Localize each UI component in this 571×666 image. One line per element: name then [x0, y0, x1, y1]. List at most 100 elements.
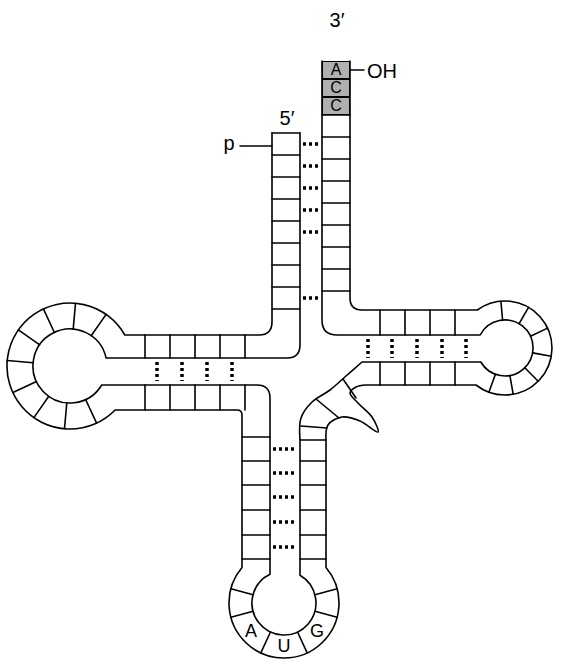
base-divider — [489, 374, 496, 392]
base-divider — [379, 362, 381, 385]
base-letter: C — [330, 80, 342, 96]
base-divider — [219, 335, 221, 358]
base-pair-dots — [180, 362, 184, 381]
base-divider — [404, 362, 406, 385]
base-divider — [530, 328, 547, 336]
base-divider — [242, 534, 270, 536]
base-divider — [525, 368, 538, 381]
base-letter: C — [330, 98, 342, 114]
base-pair-dots — [273, 495, 297, 499]
anticodon-base: G — [310, 622, 324, 640]
base-divider — [322, 290, 350, 292]
base-divider — [65, 403, 67, 429]
base-pair-dots — [303, 208, 319, 212]
base-divider — [272, 264, 300, 266]
base-pair-dots — [303, 186, 319, 190]
base-divider — [231, 611, 253, 617]
base-pair-dots — [273, 520, 297, 524]
base-pair-dots — [303, 164, 319, 168]
base-divider — [322, 268, 350, 270]
base-divider — [272, 220, 300, 222]
base-divider — [272, 198, 300, 200]
base-divider — [86, 400, 97, 424]
base-divider — [301, 426, 327, 428]
base-divider — [322, 224, 350, 226]
base-divider — [533, 353, 552, 356]
base-divider — [454, 362, 456, 385]
base-divider — [272, 176, 300, 178]
base-pair-dots — [303, 142, 319, 146]
nucleotide-cell: C — [322, 79, 350, 97]
base-pair-dots — [155, 362, 159, 381]
base-divider — [272, 132, 300, 134]
base-divider — [322, 180, 350, 182]
anticodon-base: A — [245, 622, 257, 640]
base-divider — [34, 396, 49, 417]
base-divider — [169, 335, 171, 358]
base-pair-dots — [273, 471, 297, 475]
base-divider — [219, 385, 221, 410]
base-divider — [429, 362, 431, 385]
base-pair-dots — [366, 339, 370, 358]
base-pair-dots — [464, 339, 468, 358]
base-divider — [231, 589, 253, 595]
base-divider — [194, 385, 196, 410]
base-divider — [501, 301, 503, 320]
base-divider — [300, 509, 326, 511]
end-label: 3′ — [330, 10, 345, 30]
base-divider — [322, 246, 350, 248]
base-divider — [300, 534, 326, 536]
leader-line — [240, 145, 272, 147]
base-pair-dots — [415, 339, 419, 358]
anticodon-base: U — [278, 637, 291, 655]
base-divider — [144, 385, 146, 410]
base-divider — [379, 310, 381, 335]
base-divider — [322, 136, 350, 138]
phosphate-label: p — [223, 133, 234, 153]
base-divider — [242, 436, 270, 438]
base-pair-dots — [273, 447, 297, 451]
base-divider — [519, 307, 529, 324]
base-divider — [300, 460, 326, 462]
base-pair-dots — [230, 362, 234, 381]
base-divider — [300, 484, 326, 486]
base-divider — [43, 309, 54, 333]
base-pair-dots — [303, 230, 319, 234]
base-divider — [300, 558, 326, 560]
base-divider — [242, 509, 270, 511]
base-divider — [343, 379, 356, 398]
trna-backbone — [7, 61, 552, 658]
base-letter: A — [331, 62, 342, 78]
base-divider — [242, 558, 270, 560]
base-divider — [194, 335, 196, 358]
base-divider — [510, 376, 513, 395]
nucleotide-cell: C — [322, 97, 350, 115]
base-divider — [91, 314, 106, 335]
backbone-outline — [7, 61, 552, 658]
base-divider — [13, 382, 37, 393]
base-divider — [454, 310, 456, 335]
base-divider — [242, 460, 270, 462]
leader-line — [350, 69, 364, 71]
base-divider — [315, 589, 337, 595]
base-divider — [244, 385, 246, 410]
base-divider — [272, 308, 300, 310]
base-divider — [7, 361, 33, 363]
base-divider — [73, 303, 75, 329]
base-divider — [322, 202, 350, 204]
backbone-outline — [33, 61, 533, 635]
base-divider — [404, 310, 406, 335]
base-pair-dots — [440, 339, 444, 358]
base-pair-dots — [273, 545, 297, 549]
base-divider — [272, 286, 300, 288]
base-divider — [300, 439, 326, 441]
base-divider — [298, 632, 308, 653]
nucleotide-cell: A — [322, 61, 350, 79]
base-divider — [272, 154, 300, 156]
base-divider — [144, 335, 146, 358]
base-divider — [322, 158, 350, 160]
base-divider — [169, 385, 171, 410]
base-divider — [18, 330, 39, 345]
